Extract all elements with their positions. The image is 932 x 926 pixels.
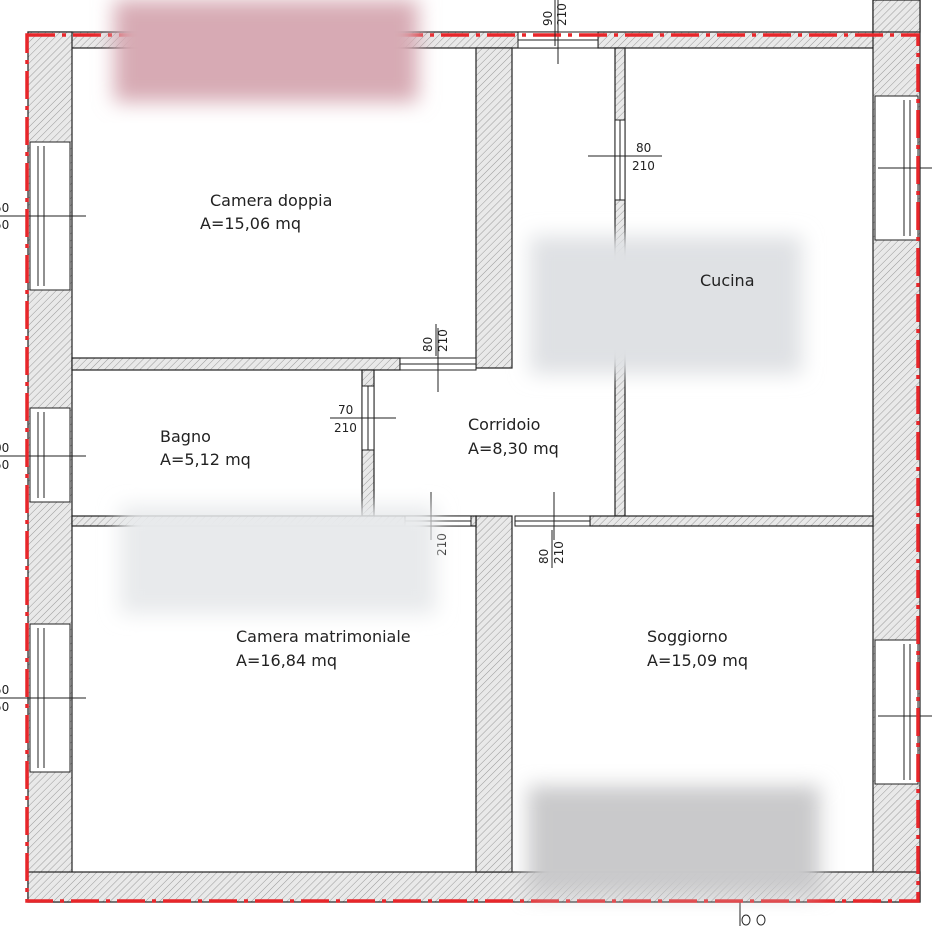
door-dim-cucina-height: 210: [632, 159, 655, 173]
window-dim-3-bottom: 50: [0, 700, 9, 714]
redaction-cucina-area: [530, 236, 802, 374]
door-dim-top-width: 90: [541, 11, 555, 26]
room-camera-doppia-area: A=15,06 mq: [200, 214, 301, 233]
room-bagno-area: A=5,12 mq: [160, 450, 251, 469]
window-dim-2-top: 00: [0, 441, 9, 455]
door-dim-bagno-width: 70: [338, 403, 353, 417]
door-dim-matrimoniale: 210: [435, 533, 449, 556]
wall-camera-bagno: [71, 357, 401, 371]
room-camera-matrimoniale-area: A=16,84 mq: [236, 651, 337, 670]
door-dim-camera-doppia-height: 210: [436, 329, 450, 352]
window-right-2: [874, 639, 919, 785]
window-dim-3-top: 50: [0, 683, 9, 697]
door-dim-top-height: 210: [555, 3, 569, 26]
door-dim-soggiorno: 80 210: [537, 530, 566, 568]
window-dim-1-top: 50: [0, 201, 9, 215]
room-soggiorno-area: A=15,09 mq: [647, 651, 748, 670]
redaction-bottom-right: [528, 786, 820, 894]
room-bagno-name: Bagno: [160, 427, 211, 446]
redaction-top-left: [114, 0, 418, 102]
wall-camera-corridoio: [475, 47, 513, 369]
door-dim-cucina-width: 80: [636, 141, 651, 155]
window-left-2: [29, 407, 71, 503]
room-soggiorno-name: Soggiorno: [647, 627, 728, 646]
window-dim-2-bottom: 50: [0, 458, 9, 472]
door-dim-soggiorno-width: 80: [537, 549, 551, 564]
door-dim-matrimoniale-height: 210: [435, 533, 449, 556]
door-dim-soggiorno-height: 210: [552, 541, 566, 564]
wall-cucina-soggiorno: [589, 515, 874, 527]
door-dim-camera-doppia-width: 80: [421, 337, 435, 352]
room-camera-matrimoniale-name: Camera matrimoniale: [236, 627, 411, 646]
wall-matrimoniale-soggiorno: [475, 515, 513, 873]
door-dim-camera-doppia: 80 210: [421, 324, 450, 356]
room-corridoio-name: Corridoio: [468, 415, 540, 434]
redactions: [114, 0, 820, 894]
door-dim-top: 90 210: [541, 0, 569, 46]
door-dim-bagno-height: 210: [334, 421, 357, 435]
property-boundary: [25, 33, 920, 903]
redaction-middle-left: [120, 506, 436, 614]
window-dim-1-bottom: 50: [0, 218, 9, 232]
wall-top-stub-right: [872, 0, 921, 33]
room-cucina-name: Cucina: [700, 271, 755, 290]
bottom-dimension-mark: [741, 914, 766, 926]
room-corridoio-area: A=8,30 mq: [468, 439, 559, 458]
window-axis-lines: [0, 167, 932, 717]
room-camera-doppia-name: Camera doppia: [210, 191, 332, 210]
